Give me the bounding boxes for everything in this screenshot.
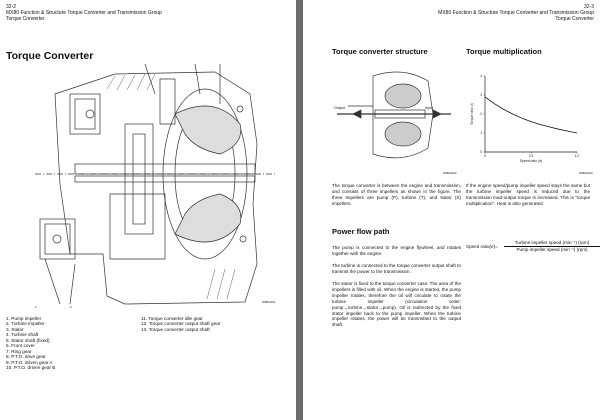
legend-item: 11. Torque converter idle gear: [141, 316, 203, 321]
legend-item: 4. Turbine shaft: [6, 332, 39, 338]
callout-1: 1: [35, 305, 37, 309]
header-line-2: Torque Converter: [6, 16, 45, 23]
legend-item: 9. P.T.O. driven gear A: [6, 359, 53, 365]
page-header-right: 32-3 MX80 Function & Structure Torque Co…: [438, 4, 594, 23]
figure-id-left: W80G001: [262, 300, 276, 304]
legend-item: 1. Pump impeller: [6, 316, 42, 321]
callout-2: 2: [70, 305, 72, 309]
x-tick-label: 0: [484, 154, 486, 158]
formula-label: Speed ratio(e)=: [466, 244, 498, 249]
multiplication-paragraph: If the engine speed/pump impeller speed …: [466, 183, 590, 206]
y-tick-label: 0: [480, 150, 482, 154]
legend-item: 12. Torque converter output shaft gear: [141, 321, 221, 327]
header-line-1: MX80 Function & Structure Torque Convert…: [6, 10, 162, 17]
page-header-left: 32-2 MX80 Function & Structure Torque Co…: [6, 4, 162, 23]
page-number: 32-3: [583, 4, 594, 10]
header-line-2: Torque Converter: [555, 16, 594, 23]
legend-item: 10. P.T.O. driven gear B: [6, 365, 56, 371]
power-paragraph-2: The turbine is connected to the torque c…: [332, 263, 461, 274]
y-tick-label: 1: [480, 131, 482, 135]
formula-numerator: Turbine impeller speed (min⁻¹) (rpm): [504, 240, 600, 247]
legend-item: 2. Turbine impeller: [6, 321, 45, 327]
y-tick-label: 4: [480, 74, 482, 78]
legend-item: 5. Stator shaft (fixed): [6, 337, 50, 343]
legend-item: 7. Ring gear: [6, 348, 32, 354]
y-tick-label: 3: [480, 93, 482, 97]
x-tick-label: 0.5: [529, 154, 534, 158]
label-output: Output: [334, 106, 345, 110]
cross-section-diagram: [35, 64, 275, 305]
series-line: [484, 96, 578, 134]
section-title-structure: Torque converter structure: [332, 47, 428, 56]
right-page: 32-3 MX80 Function & Structure Torque Co…: [303, 0, 600, 420]
legend-item: 13. Torque converter output shaft: [141, 326, 210, 332]
power-paragraph-1: The pump is connected to the engine flyw…: [332, 245, 461, 256]
formula-denominator: Pump impeller speed (min⁻¹) (rpm): [516, 246, 588, 252]
formula-fraction: Turbine impeller speed (min⁻¹) (rpm) Pum…: [504, 240, 600, 253]
page-title: Torque Converter: [6, 50, 94, 62]
legend-item: 3. Stator: [6, 326, 24, 332]
legend-item: 6. Front cover: [6, 343, 35, 349]
structure-paragraph: The torque converter is between the engi…: [332, 183, 461, 206]
converter-structure-figure: [337, 71, 451, 159]
y-axis-label: Torque ratio (t): [470, 103, 474, 125]
x-axis-label: Speed ratio (e): [520, 159, 542, 163]
figure-id-structure: W80G002: [443, 171, 457, 175]
legend-item: 8. P.T.O. drive gear: [6, 354, 46, 360]
x-tick-label: 1.0: [575, 154, 580, 158]
y-tick-label: 2: [480, 112, 482, 116]
header-line-1: MX80 Function & Structure Torque Convert…: [438, 10, 594, 17]
power-paragraph-3: The stator is fixed to the torque conver…: [332, 281, 461, 328]
section-title-power-flow: Power flow path: [332, 227, 390, 236]
section-title-multiplication: Torque multiplication: [466, 47, 542, 56]
left-page: 32-2 MX80 Function & Structure Torque Co…: [0, 0, 296, 420]
figure-id-chart: W80G003: [579, 171, 593, 175]
page-number: 32-2: [6, 4, 17, 10]
label-input: Input: [425, 106, 433, 110]
